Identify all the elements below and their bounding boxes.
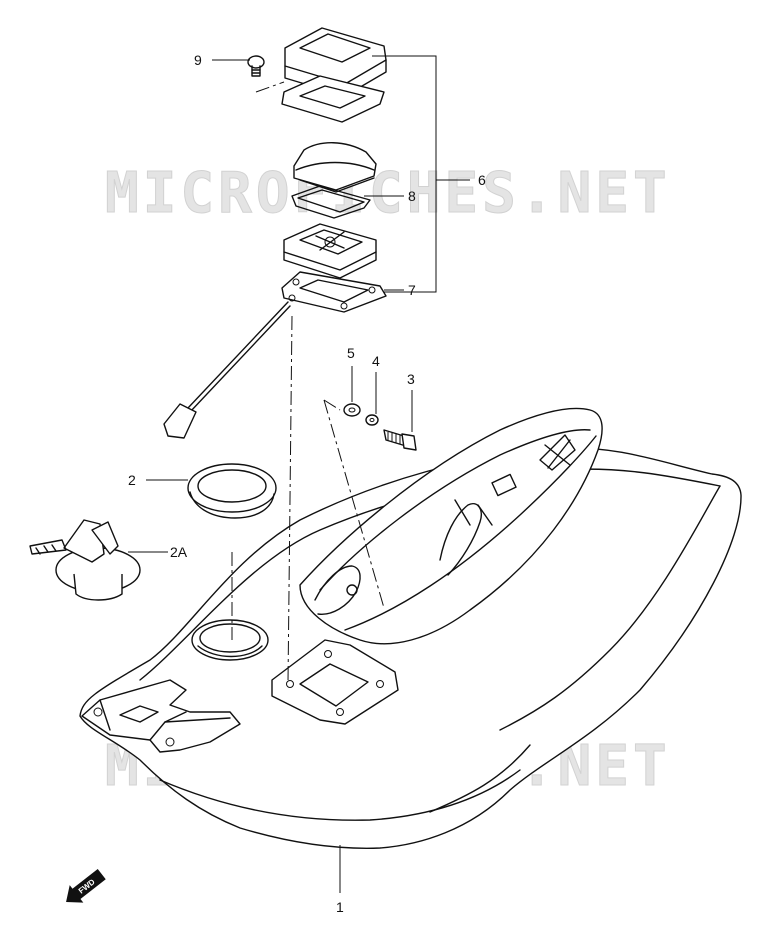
fuel-tank[interactable] xyxy=(79,407,742,849)
pump-dome[interactable] xyxy=(293,142,377,193)
group-6-bracket xyxy=(372,55,437,293)
screw-9[interactable] xyxy=(247,55,265,77)
washer-4[interactable] xyxy=(365,414,379,426)
callout-8: 8 xyxy=(408,188,416,204)
valve-body[interactable] xyxy=(283,223,377,279)
top-cover[interactable] xyxy=(284,27,387,97)
callout-4: 4 xyxy=(372,353,380,369)
callout-7: 7 xyxy=(408,282,416,298)
filler-cap-2[interactable] xyxy=(187,463,277,519)
washer-5[interactable] xyxy=(343,403,361,417)
gasket-7[interactable] xyxy=(281,271,387,313)
callout-5: 5 xyxy=(347,345,355,361)
callout-9: 9 xyxy=(194,52,202,68)
callout-2: 2 xyxy=(128,472,136,488)
callout-3: 3 xyxy=(407,371,415,387)
screw-9-alignment-line xyxy=(255,81,285,93)
locking-cap-2a[interactable] xyxy=(29,519,141,601)
assembly-alignment-line xyxy=(287,315,293,683)
o-ring-8[interactable] xyxy=(291,185,371,219)
callout-1: 1 xyxy=(336,899,344,915)
callout-6: 6 xyxy=(478,172,486,188)
fwd-arrow-icon: FWD xyxy=(66,869,106,903)
watermark-top: MICROFICHES.NET xyxy=(105,161,671,226)
hardware-alignment-tick xyxy=(323,399,341,411)
bolt-3[interactable] xyxy=(383,429,417,451)
cover-gasket[interactable] xyxy=(281,75,385,123)
hardware-alignment-line xyxy=(323,399,385,609)
callout-2a: 2A xyxy=(170,544,188,560)
fuel-level-float[interactable] xyxy=(163,301,291,439)
